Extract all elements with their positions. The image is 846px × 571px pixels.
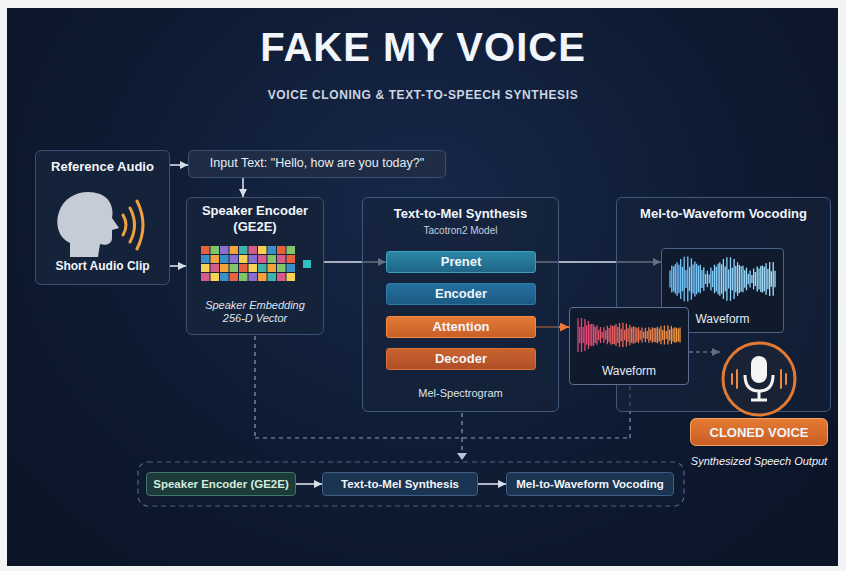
model-box: Text-to-Mel SynthesisTacotron2 ModelMel-…: [362, 197, 559, 412]
button-label: CLONED VOICE: [690, 418, 828, 446]
embedding-heatmap: [187, 244, 323, 284]
title-rule: [210, 79, 636, 80]
model-name: Tacotron2 Model: [424, 225, 498, 238]
pipeline-step: Text-to-Mel Synthesis: [322, 472, 478, 496]
node-label: Input Text: "Hello, how are you today?": [210, 156, 424, 172]
flow-arrow: [478, 483, 506, 485]
node-label: Waveform: [602, 364, 656, 379]
microphone-icon: [720, 340, 798, 418]
node-label: Attention: [432, 319, 489, 335]
output-caption: Synthesized Speech Output: [691, 455, 827, 469]
layer-box: Attention: [386, 316, 536, 338]
output-badge: CLONED VOICESynthesized Speech Output: [720, 338, 798, 468]
flow-arrow: [296, 483, 322, 485]
waveform-box: Waveform: [569, 307, 689, 385]
node-label: Decoder: [435, 351, 487, 367]
node-label: Mel-to-Waveform Vocoding: [516, 477, 664, 491]
pipeline-step: Mel-to-Waveform Vocoding: [506, 472, 674, 496]
layer-box: Prenet: [386, 251, 536, 273]
box-title: Reference Audio: [51, 159, 154, 175]
node-label: Prenet: [441, 254, 481, 270]
merge-arrowhead: [457, 453, 467, 460]
text-input-box: Input Text: "Hello, how are you today?": [188, 150, 446, 178]
box-title: Mel-to-Waveform Vocoding: [640, 206, 807, 222]
input-box: Reference AudioShort Audio Clip: [35, 150, 170, 285]
waveform-plot: [667, 253, 778, 305]
flow-arrow: [170, 265, 186, 267]
box-title: Text-to-Mel Synthesis: [394, 206, 527, 222]
layer-box: Encoder: [386, 283, 536, 305]
flow-arrow: [170, 164, 188, 166]
layer-box: Decoder: [386, 348, 536, 370]
pipeline-band: [138, 462, 684, 506]
box-caption: Mel-Spectrogram: [418, 387, 502, 401]
box-caption: Speaker Embedding 256-D Vector: [199, 299, 311, 327]
waveform-plot: [575, 312, 683, 358]
node-label: Speaker Encoder (GE2E): [153, 477, 289, 491]
node-label: Encoder: [435, 286, 487, 302]
encoder-box: Speaker Encoder (GE2E) Speaker Embedding …: [186, 197, 324, 335]
node-label: Text-to-Mel Synthesis: [341, 477, 459, 491]
subtitle: VOICE CLONING & TEXT-TO-SPEECH SYNTHESIS: [0, 88, 846, 103]
flow-arrow: [242, 178, 244, 197]
box-title: Speaker Encoder (GE2E): [187, 203, 323, 236]
speaker-head-icon: [50, 185, 150, 259]
node-label: Waveform: [695, 312, 749, 327]
diagram-title: FAKE MY VOICE: [0, 22, 846, 72]
box-caption: Short Audio Clip: [55, 259, 149, 274]
pipeline-step: Speaker Encoder (GE2E): [146, 472, 296, 496]
